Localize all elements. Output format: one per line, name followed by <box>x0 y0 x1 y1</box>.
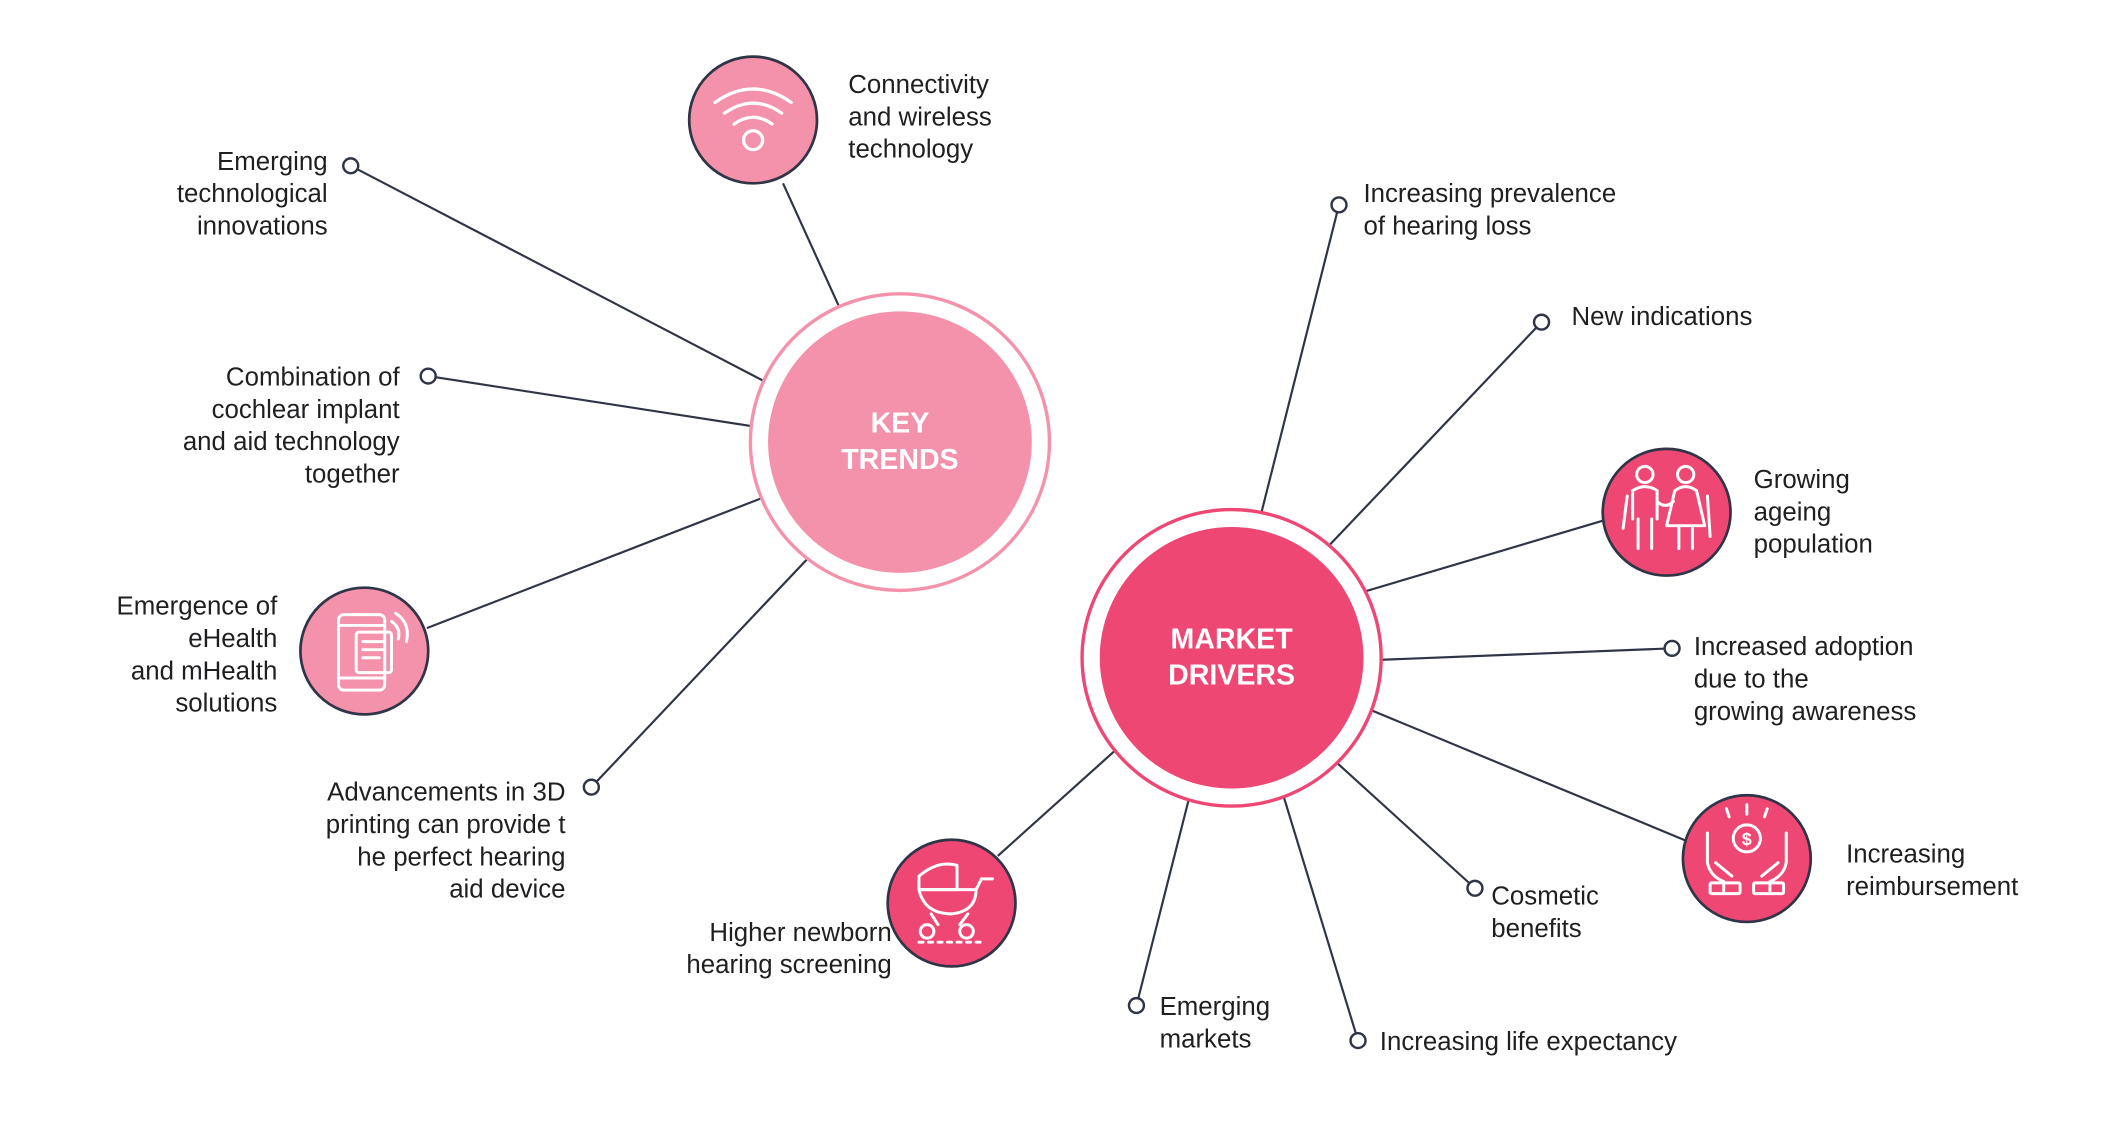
label-life-expectancy: Increasing life expectancy <box>1379 1028 1677 1057</box>
connector-cosmetic <box>1327 754 1476 890</box>
connector-new-indications <box>1315 321 1543 561</box>
label-ageing: Growing ageing population <box>1753 466 1873 560</box>
label-connectivity: Connectivity and wireless technology <box>848 71 992 165</box>
connector-reimbursement <box>1354 702 1688 843</box>
market-drivers-core <box>1099 527 1364 789</box>
label-reimbursement: Increasing reimbursement <box>1846 841 2019 902</box>
dot-emerging-markets <box>1127 996 1146 1015</box>
label-prevalence: Increasing prevalence of hearing loss <box>1363 180 1617 242</box>
connector-newborn <box>997 737 1130 857</box>
dot-new-indications <box>1532 313 1551 331</box>
label-newborn: Higher newborn hearing screening <box>686 919 892 980</box>
connector-3d-printing <box>590 545 821 788</box>
dot-life-expectancy <box>1349 1031 1367 1050</box>
connector-combination <box>428 374 769 430</box>
dot-emerging-tech <box>342 157 360 175</box>
label-adoption: Increased adoption due to the growing aw… <box>1693 633 1917 727</box>
label-emerging-tech: Emerging technological innovations <box>176 148 328 242</box>
connector-life-expectancy <box>1278 781 1360 1041</box>
dot-adoption <box>1663 639 1681 657</box>
label-combination: Combination of cochlear implant and aid … <box>182 363 400 490</box>
key-trends-title: KEY TRENDS <box>841 408 959 476</box>
label-ehealth: Emergence of eHealth and mHealth solutio… <box>116 593 278 719</box>
key-trends-core <box>768 311 1032 573</box>
baby-stroller-icon <box>886 838 1017 968</box>
connector-adoption <box>1363 647 1673 662</box>
mobile-health-icon <box>299 586 430 716</box>
svg-text:$: $ <box>1742 829 1752 849</box>
connector-emerging-tech <box>350 164 779 390</box>
key-trends-hub <box>748 292 1052 593</box>
label-3d-printing: Advancements in 3D printing can provide … <box>325 779 566 905</box>
connector-prevalence <box>1256 204 1341 529</box>
market-drivers-title: MARKET DRIVERS <box>1168 624 1296 692</box>
label-cosmetic: Cosmetic benefits <box>1491 882 1599 944</box>
connector-ageing <box>1345 519 1605 599</box>
endpoint-dots <box>342 157 1681 1050</box>
connector-ehealth <box>426 490 778 630</box>
label-emerging-markets: Emerging markets <box>1159 993 1271 1055</box>
label-new-indications: New indications <box>1571 303 1753 332</box>
market-drivers-hub <box>1080 507 1383 808</box>
elderly-couple-icon <box>1601 447 1732 577</box>
wifi-icon <box>687 55 819 185</box>
dot-3d-printing <box>582 778 601 796</box>
dot-prevalence <box>1330 196 1348 214</box>
connector-emerging-markets <box>1135 785 1194 1006</box>
connector-connectivity <box>782 182 847 322</box>
hands-money-icon: $ <box>1681 793 1813 924</box>
dot-cosmetic <box>1466 879 1484 897</box>
connector-lines <box>350 164 1688 1041</box>
dot-combination <box>419 367 437 385</box>
